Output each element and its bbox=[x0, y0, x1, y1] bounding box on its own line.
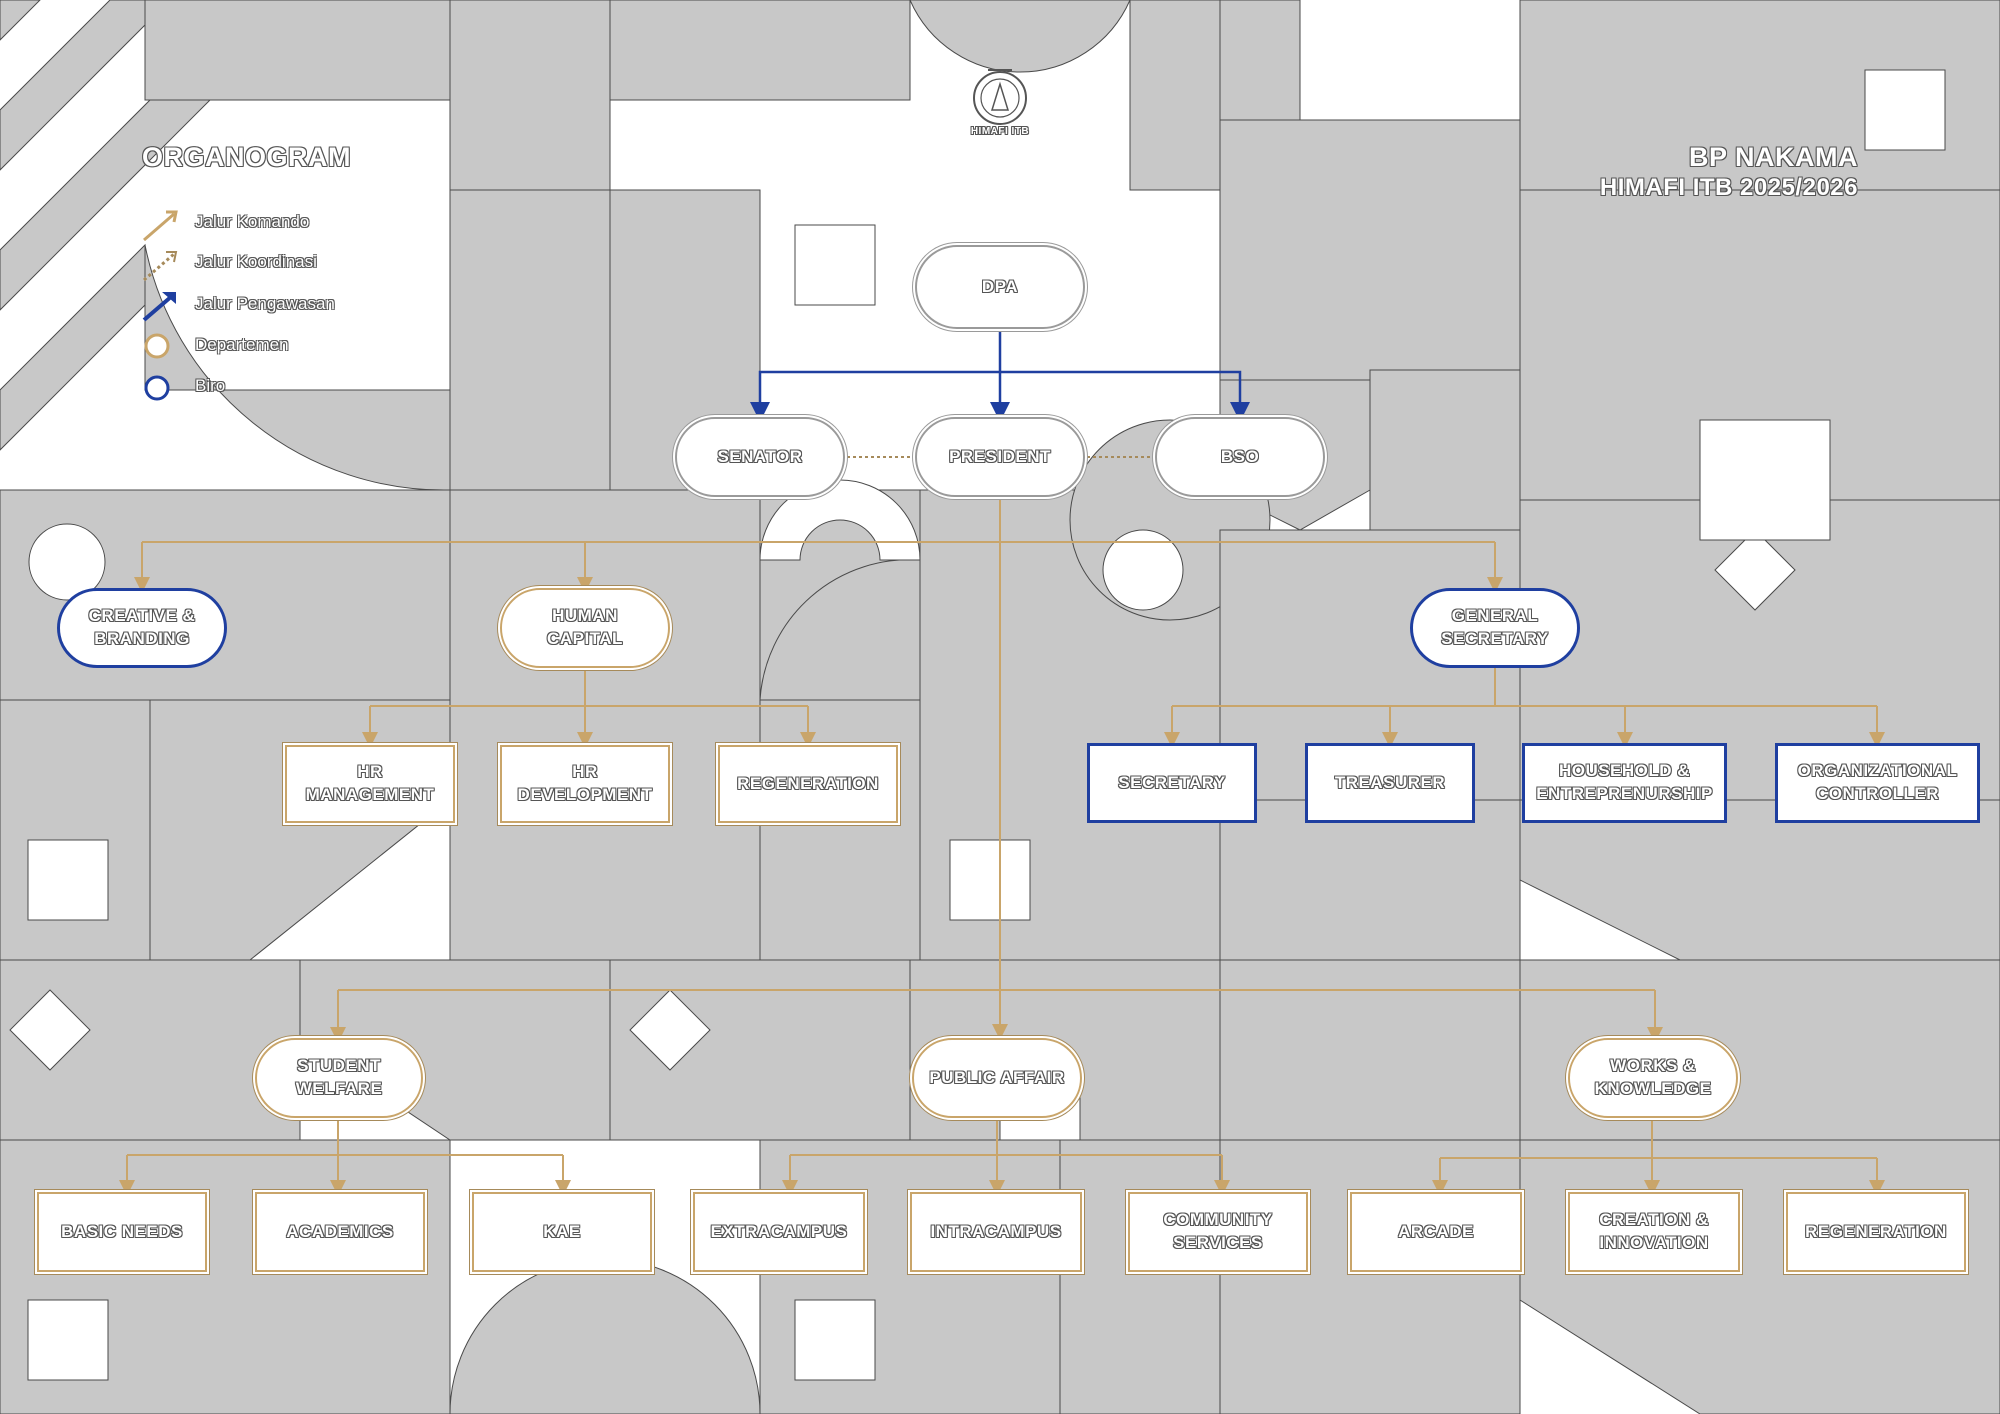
organogram-title: ORGANOGRAM bbox=[142, 142, 351, 172]
node-human-capital: HUMAN CAPITAL bbox=[500, 588, 670, 668]
node-dpa: DPA bbox=[915, 245, 1085, 329]
node-treasurer: TREASURER bbox=[1305, 743, 1475, 823]
gold-dotted-arrow-icon bbox=[143, 251, 178, 282]
node-regeneration-hc: REGENERATION bbox=[718, 745, 898, 823]
node-extracampus: EXTRACAMPUS bbox=[693, 1192, 865, 1272]
node-bso: BSO bbox=[1155, 417, 1325, 497]
node-student-welfare: STUDENT WELFARE bbox=[255, 1038, 423, 1118]
himafi-logo: HIMAFI ITB bbox=[962, 62, 1038, 142]
node-regeneration-wk: REGENERATION bbox=[1786, 1192, 1966, 1272]
node-arcade: ARCADE bbox=[1350, 1192, 1522, 1272]
node-academics: ACADEMICS bbox=[255, 1192, 425, 1272]
node-creative-branding: CREATIVE & BRANDING bbox=[57, 588, 227, 668]
blue-circle-icon bbox=[144, 375, 170, 401]
node-general-secretary: GENERAL SECRETARY bbox=[1410, 588, 1580, 668]
node-public-affair: PUBLIC AFFAIR bbox=[912, 1038, 1082, 1118]
node-household-entrepreneurship: HOUSEHOLD & ENTREPRENURSHIP bbox=[1522, 743, 1727, 823]
node-kae: KAE bbox=[472, 1192, 652, 1272]
gold-circle-icon bbox=[144, 333, 170, 359]
node-basic-needs: BASIC NEEDS bbox=[37, 1192, 207, 1272]
gold-solid-arrow-icon bbox=[143, 210, 178, 242]
legend-label: Jalur Pengawasan bbox=[195, 294, 335, 313]
node-organizational-controller: ORGANIZATIONAL CONTROLLER bbox=[1775, 743, 1980, 823]
node-community-services: COMMUNITY SERVICES bbox=[1128, 1192, 1308, 1272]
legend-label: Biro bbox=[195, 376, 226, 395]
blue-arrow-icon bbox=[142, 292, 176, 322]
node-hr-development: HR DEVELOPMENT bbox=[500, 745, 670, 823]
node-hr-management: HR MANAGEMENT bbox=[285, 745, 455, 823]
node-senator: SENATOR bbox=[675, 417, 845, 497]
node-president: PRESIDENT bbox=[915, 417, 1085, 497]
node-intracampus: INTRACAMPUS bbox=[910, 1192, 1082, 1272]
org-period-subtitle: HIMAFI ITB 2025/2026 bbox=[1599, 174, 1858, 201]
logo-emblem-icon bbox=[973, 69, 1027, 125]
node-secretary: SECRETARY bbox=[1087, 743, 1257, 823]
logo-caption: HIMAFI ITB bbox=[970, 126, 1030, 137]
node-creation-innovation: CREATION & INNOVATION bbox=[1568, 1192, 1740, 1272]
legend-label: Jalur Koordinasi bbox=[195, 252, 317, 271]
org-name-title: BP NAKAMA bbox=[1688, 142, 1858, 172]
legend-label: Jalur Komando bbox=[195, 212, 310, 231]
legend-label: Departemen bbox=[195, 335, 289, 354]
node-works-knowledge: WORKS & KNOWLEDGE bbox=[1568, 1038, 1738, 1118]
